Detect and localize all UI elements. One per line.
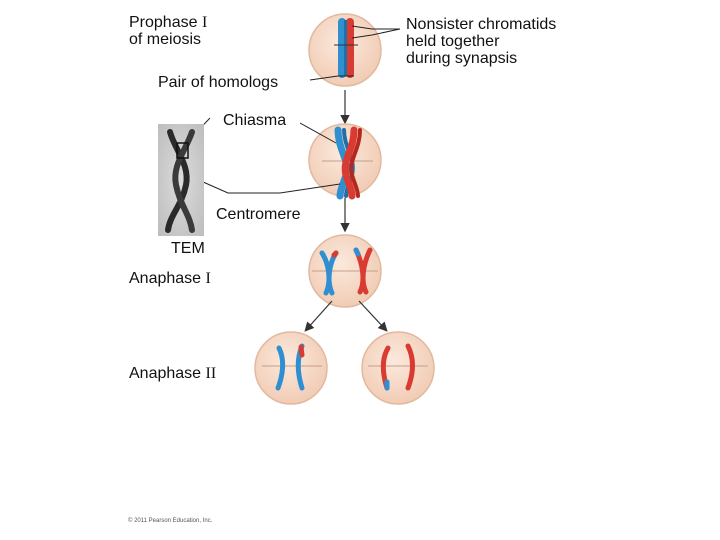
- homolog-red: [346, 18, 354, 78]
- anaphase-two-numeral: II: [205, 365, 217, 382]
- chiasma-cell: [308, 123, 382, 200]
- anaphase-two-label: Anaphase II: [129, 365, 216, 382]
- pair-of-homologs-label: Pair of homologs: [158, 74, 279, 91]
- centromere-label: Centromere: [216, 206, 301, 223]
- pair-leader-line: [309, 75, 354, 81]
- tem-micrograph: [158, 124, 204, 236]
- anaphase-two-right-cell: [361, 331, 435, 405]
- anaphase-two-left-cell: [254, 331, 328, 405]
- arrow-right: [358, 300, 388, 332]
- anaphase-one-label: Anaphase I: [129, 270, 211, 287]
- anaphase-one-text: Anaphase: [129, 270, 206, 287]
- chiasma-box: [176, 142, 189, 159]
- prophase-label: Prophase I of meiosis: [129, 14, 207, 48]
- chiasma-leader-line: [299, 122, 337, 144]
- centromere-leader-line: [193, 177, 341, 194]
- anaphase-two-text: Anaphase: [129, 365, 206, 382]
- copyright-text: © 2011 Pearson Education, Inc.: [128, 518, 213, 524]
- anaphase-one-numeral: I: [205, 270, 211, 287]
- nonsister-line2: held together: [406, 33, 500, 50]
- prophase-label-line2: of meiosis: [129, 31, 202, 48]
- nonsister-line3: during synapsis: [406, 50, 518, 67]
- prophase-numeral: I: [201, 14, 208, 31]
- arrow-left: [304, 300, 333, 332]
- tem-label: TEM: [171, 240, 205, 257]
- nonsister-leader-lines: [351, 25, 401, 39]
- prophase-label-text: Prophase: [129, 14, 202, 31]
- chiasma-label: Chiasma: [223, 112, 287, 129]
- nonsister-chromatids-label: Nonsister chromatids held together durin…: [406, 16, 556, 67]
- prophase-cell: [308, 13, 382, 87]
- anaphase-one-cell: [308, 234, 382, 308]
- nonsister-line1: Nonsister chromatids: [406, 16, 557, 33]
